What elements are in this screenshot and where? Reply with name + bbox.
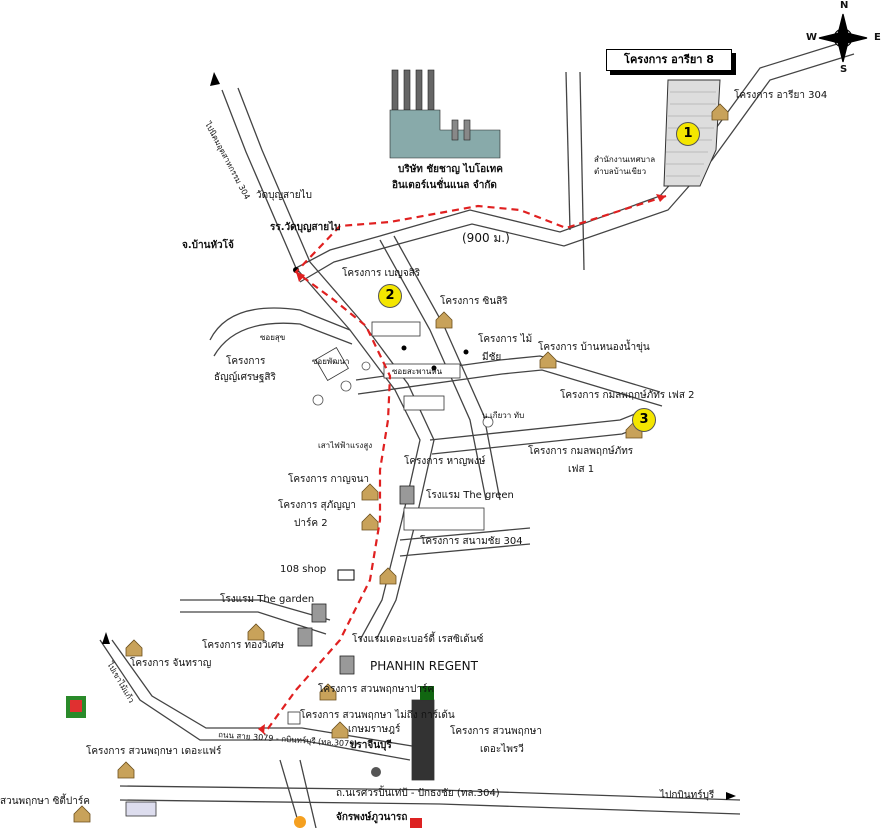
label-hotel-green: โรงแรม The green [426,490,514,501]
label-suanpark: สวนพฤกษา ซิตี้ปาร์ค [0,796,90,807]
label-wat: วัดบุญสายไบ [256,190,312,201]
label-ariya304: โครงการ อารียา 304 [734,90,828,101]
label-mai: โครงการ ไม้ [478,334,533,345]
label-soi: ซอยสุข [260,333,286,342]
label-mai2: มีชัย [482,352,502,363]
label-kamol1b: เฟส 1 [568,464,595,475]
label-benjasiri: โครงการ เบญจสิริ [342,268,421,279]
label-suanpruksa: โครงการ สวนพฤกษา ไม่ถึง การ์เด้น [300,710,455,721]
marker-1: 1 [676,122,700,146]
label-baannong: โครงการ บ้านหนองน้ำขุ่น [538,342,650,353]
label-tanya: โครงการ [226,356,266,367]
label-tanya2: ธัญญ์เศรษฐสิริ [214,372,276,383]
label-suanpruksa3: โครงการ สวนพฤกษา เดอะแฟร์ [86,746,222,757]
label-kamol1: โครงการ กมลพฤกษ์ภัทร [528,446,634,457]
label-kasem: เกษมราษฎร์ [348,724,401,735]
label-sanom: โครงการ สนามชัย 304 [420,536,523,547]
label-prachin: ปราจีนบุรี [350,740,392,751]
route-line [263,194,667,735]
label-suanphan: โครงการ สวนพฤกษาปาร์ค [318,684,435,695]
label-hotel-garden: โรงแรม The garden [220,594,315,605]
label-sinsiri: โครงการ ซินสิริ [440,296,508,307]
label-company: บริษัท ชัยชาญ ไบโอเทค [398,164,503,175]
compass-e: E [874,32,881,43]
compass-n: N [840,0,849,11]
label-rd-main: ถ.นเรศวรปิ้นเท่ป้ - ปักธงชัย (ทล.304) [336,788,500,799]
label-distance: (900 ม.) [462,231,510,245]
label-thongsiri: โครงการ ทองวิเศษ [202,640,284,651]
marker-2: 2 [378,284,402,308]
label-poles: เสาไฟฟ้าแรงสูง [318,441,373,450]
compass-s: S [840,64,848,75]
label-kanjana: โครงการ กาญจนา [288,474,370,485]
label-hotel-residence: โรงแรมเดอะเบอร์ดี้ เรสซิเด้นซ์ [352,634,484,645]
marker-3: 3 [632,408,656,432]
map-title: โครงการ อารียา 8 [624,53,714,66]
label-soi2: ซอยพัฒนา [312,357,350,366]
label-kaona: น.เกียวา ทับ [482,411,525,420]
label-bottom: จักรพงษ์ภูวนารถ [336,812,408,823]
label-supanya: โครงการ สุภัญญา [278,500,356,511]
label-company2: อินเตอร์เนชั่นแนล จำกัด [392,180,497,191]
label-baanyai: สำนักงานเทศบาลตำบลบ้านเขียว [594,155,656,176]
label-junction: จ.บ้านหัวโจ้ [182,240,234,251]
label-sapanhin: ซอยสะพานหิน [392,367,443,376]
label-kamol2: โครงการ กมลพฤกษ์ภัทร เฟส 2 [560,390,695,401]
label-harnpong: โครงการ หาญพงษ์ [404,456,486,467]
compass-w: W [806,32,818,43]
map-title-box: โครงการ อารียา 8 [606,49,732,71]
label-supanya2: ปาร์ค 2 [294,518,328,529]
label-suanpruksa2b: เดอะไพรวี [480,744,524,755]
label-regent: PHANHIN REGENT [370,659,478,673]
label-school: รร.วัดบุญสายไบ [270,222,341,233]
label-rd-to: ไปกบินทร์บุรี [660,790,715,801]
label-suanpruksa2: โครงการ สวนพฤกษา [450,726,542,737]
label-chantaran: โครงการ จันทราญ [130,658,212,669]
label-shop: 108 shop [280,564,327,575]
